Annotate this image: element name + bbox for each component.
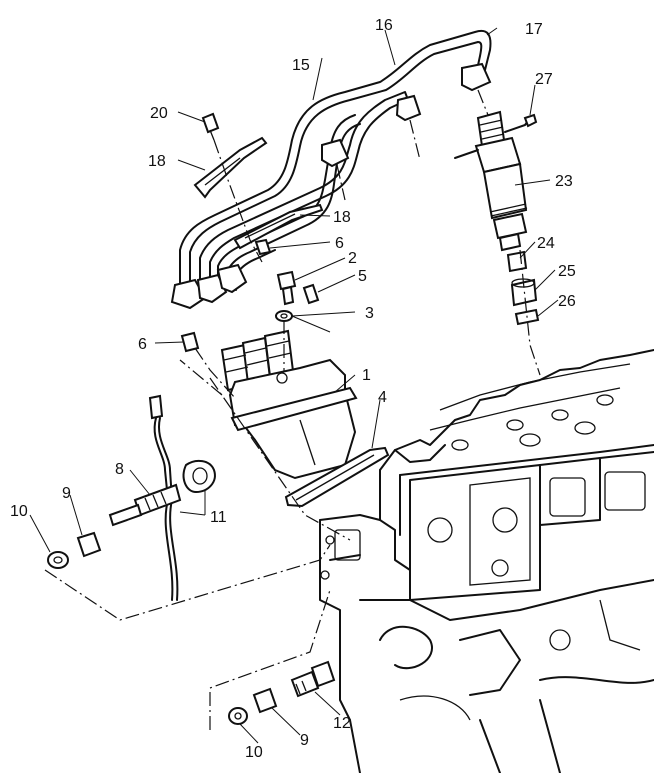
callout-16: 16: [375, 17, 393, 34]
callout-6-lower: 6: [138, 336, 147, 353]
washer-3: [275, 310, 293, 322]
callout-12: 12: [333, 715, 351, 732]
callout-25: 25: [558, 263, 576, 280]
callout-labels: 15 16 17 27 20 18 18 23 6 24 2 25 5 26 3…: [10, 17, 576, 761]
callout-9-upper: 9: [62, 485, 71, 502]
callout-18-lower: 18: [333, 209, 351, 226]
fuel-injection-pipes: [170, 30, 492, 310]
nut-6-lower: [180, 331, 200, 353]
nut-6-upper: [254, 238, 272, 256]
engine-block: [319, 349, 654, 773]
bolt-2: [276, 270, 297, 306]
callout-8: 8: [115, 461, 124, 478]
bolt-group-lower: [209, 589, 336, 730]
callout-24: 24: [537, 235, 555, 252]
callout-10-lower: 10: [245, 744, 263, 761]
callout-3: 3: [365, 305, 374, 322]
callout-6-upper: 6: [335, 235, 344, 252]
callout-1: 1: [362, 367, 371, 384]
callout-20: 20: [150, 105, 168, 122]
pipe-clamps: [193, 112, 324, 263]
callout-4: 4: [378, 389, 387, 406]
callout-17: 17: [525, 21, 543, 38]
callout-10-upper: 10: [10, 503, 28, 520]
screw-5: [302, 283, 320, 305]
callout-15: 15: [292, 57, 310, 74]
callout-18-upper: 18: [148, 153, 166, 170]
gasket-4: [284, 446, 390, 508]
callout-23: 23: [555, 173, 573, 190]
callout-2: 2: [348, 250, 357, 267]
callout-11: 11: [210, 509, 227, 526]
sensor-harness: [44, 394, 331, 621]
bolt-20: [201, 112, 220, 141]
injector-assembly: [454, 110, 541, 376]
callout-5: 5: [358, 268, 367, 285]
injection-pump: [179, 238, 390, 541]
callout-27: 27: [535, 71, 553, 88]
callout-9-lower: 9: [300, 732, 309, 749]
callout-26: 26: [558, 293, 576, 310]
leader-lines: [29, 27, 559, 744]
